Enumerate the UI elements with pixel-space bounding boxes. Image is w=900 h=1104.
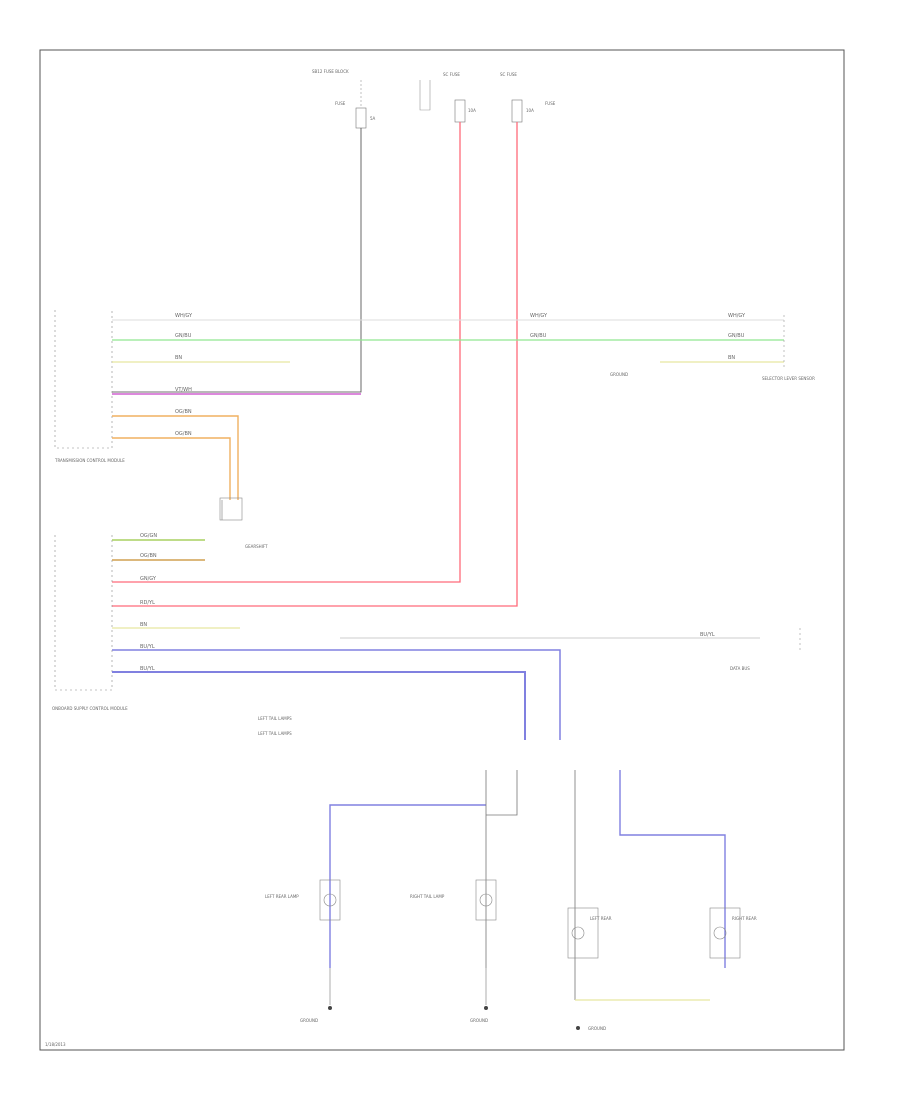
wire-lamp-blue-right: [619, 770, 726, 968]
svg-text:10A: 10A: [526, 108, 534, 113]
svg-text:BN: BN: [140, 622, 147, 628]
svg-text:VT/WH: VT/WH: [175, 387, 192, 393]
svg-text:FUSE: FUSE: [335, 101, 346, 106]
svg-text:LEFT REAR LAMP: LEFT REAR LAMP: [265, 894, 299, 899]
svg-text:BU/YL: BU/YL: [140, 666, 155, 672]
lamp-right-rear: RIGHT REAR: [709, 907, 757, 959]
ground-mid: GROUND: [470, 968, 488, 1023]
svg-text:SC FUSE: SC FUSE: [443, 72, 460, 77]
svg-text:DATA BUS: DATA BUS: [730, 666, 750, 671]
svg-text:GROUND: GROUND: [470, 1018, 488, 1023]
svg-text:OG/BN: OG/BN: [140, 553, 157, 559]
svg-text:ONBOARD SUPPLY CONTROL MODULE: ONBOARD SUPPLY CONTROL MODULE: [52, 706, 128, 711]
lamp-right-tail: RIGHT TAIL LAMP: [410, 879, 497, 921]
wire-buyl-3: [112, 671, 526, 740]
svg-text:SELECTOR LEVER SENSOR: SELECTOR LEVER SENSOR: [762, 376, 815, 381]
svg-text:5A: 5A: [370, 116, 376, 121]
svg-text:BU/YL: BU/YL: [140, 644, 155, 650]
wire-og-1: [112, 415, 239, 500]
svg-text:GN/BU: GN/BU: [530, 333, 547, 339]
svg-text:FUSE: FUSE: [545, 101, 556, 106]
svg-text:GROUND: GROUND: [610, 372, 628, 377]
svg-text:GROUND: GROUND: [300, 1018, 318, 1023]
diagram-frame: [39, 49, 845, 1051]
svg-text:OG/BN: OG/BN: [175, 409, 192, 415]
fuse-right: SC FUSE 10A FUSE: [500, 72, 556, 123]
bcm-module: ONBOARD SUPPLY CONTROL MODULE: [52, 535, 128, 711]
fuse-mid: SC FUSE 10A: [419, 72, 476, 123]
wire-red-2: [112, 122, 518, 607]
lamp-left-rear: LEFT REAR: [567, 907, 612, 959]
svg-text:10A: 10A: [468, 108, 476, 113]
svg-text:WH/GY: WH/GY: [175, 313, 193, 319]
fuse-left: SB12 FUSE BLOCK FUSE 5A: [312, 69, 376, 129]
wire-og-2: [112, 437, 231, 500]
svg-text:SB12 FUSE BLOCK: SB12 FUSE BLOCK: [312, 69, 349, 74]
svg-text:GN/GY: GN/GY: [140, 576, 157, 582]
svg-text:TRANSMISSION CONTROL MODULE: TRANSMISSION CONTROL MODULE: [54, 458, 125, 463]
svg-text:RIGHT REAR: RIGHT REAR: [732, 916, 757, 921]
svg-text:BU/YL: BU/YL: [700, 632, 715, 638]
svg-text:GEARSHIFT: GEARSHIFT: [245, 544, 268, 549]
selector-lever: SELECTOR LEVER SENSOR GROUND: [610, 315, 815, 381]
data-bus: DATA BUS: [730, 628, 801, 671]
wire-lamp-mid-2: [486, 770, 518, 816]
svg-text:GN/BU: GN/BU: [728, 333, 745, 339]
svg-text:RIGHT TAIL LAMP: RIGHT TAIL LAMP: [410, 894, 445, 899]
svg-text:OG/GN: OG/GN: [140, 533, 157, 539]
svg-text:SC FUSE: SC FUSE: [500, 72, 517, 77]
svg-text:WH/GY: WH/GY: [530, 313, 548, 319]
svg-text:LEFT TAIL LAMPS: LEFT TAIL LAMPS: [258, 731, 292, 736]
footer-date: 1/18/2013: [45, 1042, 66, 1047]
svg-text:GROUND: GROUND: [588, 1026, 606, 1031]
legend: LEFT TAIL LAMPS LEFT TAIL LAMPS: [258, 716, 292, 736]
svg-text:WH/GY: WH/GY: [728, 313, 746, 319]
lamp-left-tail: LEFT REAR LAMP: [265, 879, 341, 921]
svg-text:RD/YL: RD/YL: [140, 600, 155, 606]
svg-text:LEFT REAR: LEFT REAR: [590, 916, 612, 921]
svg-text:BN: BN: [175, 355, 182, 361]
wire-fuse-left: [112, 128, 362, 393]
wire-red-1: [112, 122, 461, 583]
svg-text:OG/BN: OG/BN: [175, 431, 192, 437]
wire-lamp-blue-left: [329, 804, 486, 968]
ground-left: GROUND: [300, 968, 332, 1023]
svg-text:LEFT TAIL LAMPS: LEFT TAIL LAMPS: [258, 716, 292, 721]
tcm-module: TRANSMISSION CONTROL MODULE: [54, 310, 125, 463]
wire-buyl-1: [112, 649, 561, 740]
svg-text:BN: BN: [728, 355, 735, 361]
gearshift-connector: GEARSHIFT: [219, 497, 268, 549]
svg-text:GN/BU: GN/BU: [175, 333, 192, 339]
ground-right: GROUND: [576, 1026, 606, 1031]
